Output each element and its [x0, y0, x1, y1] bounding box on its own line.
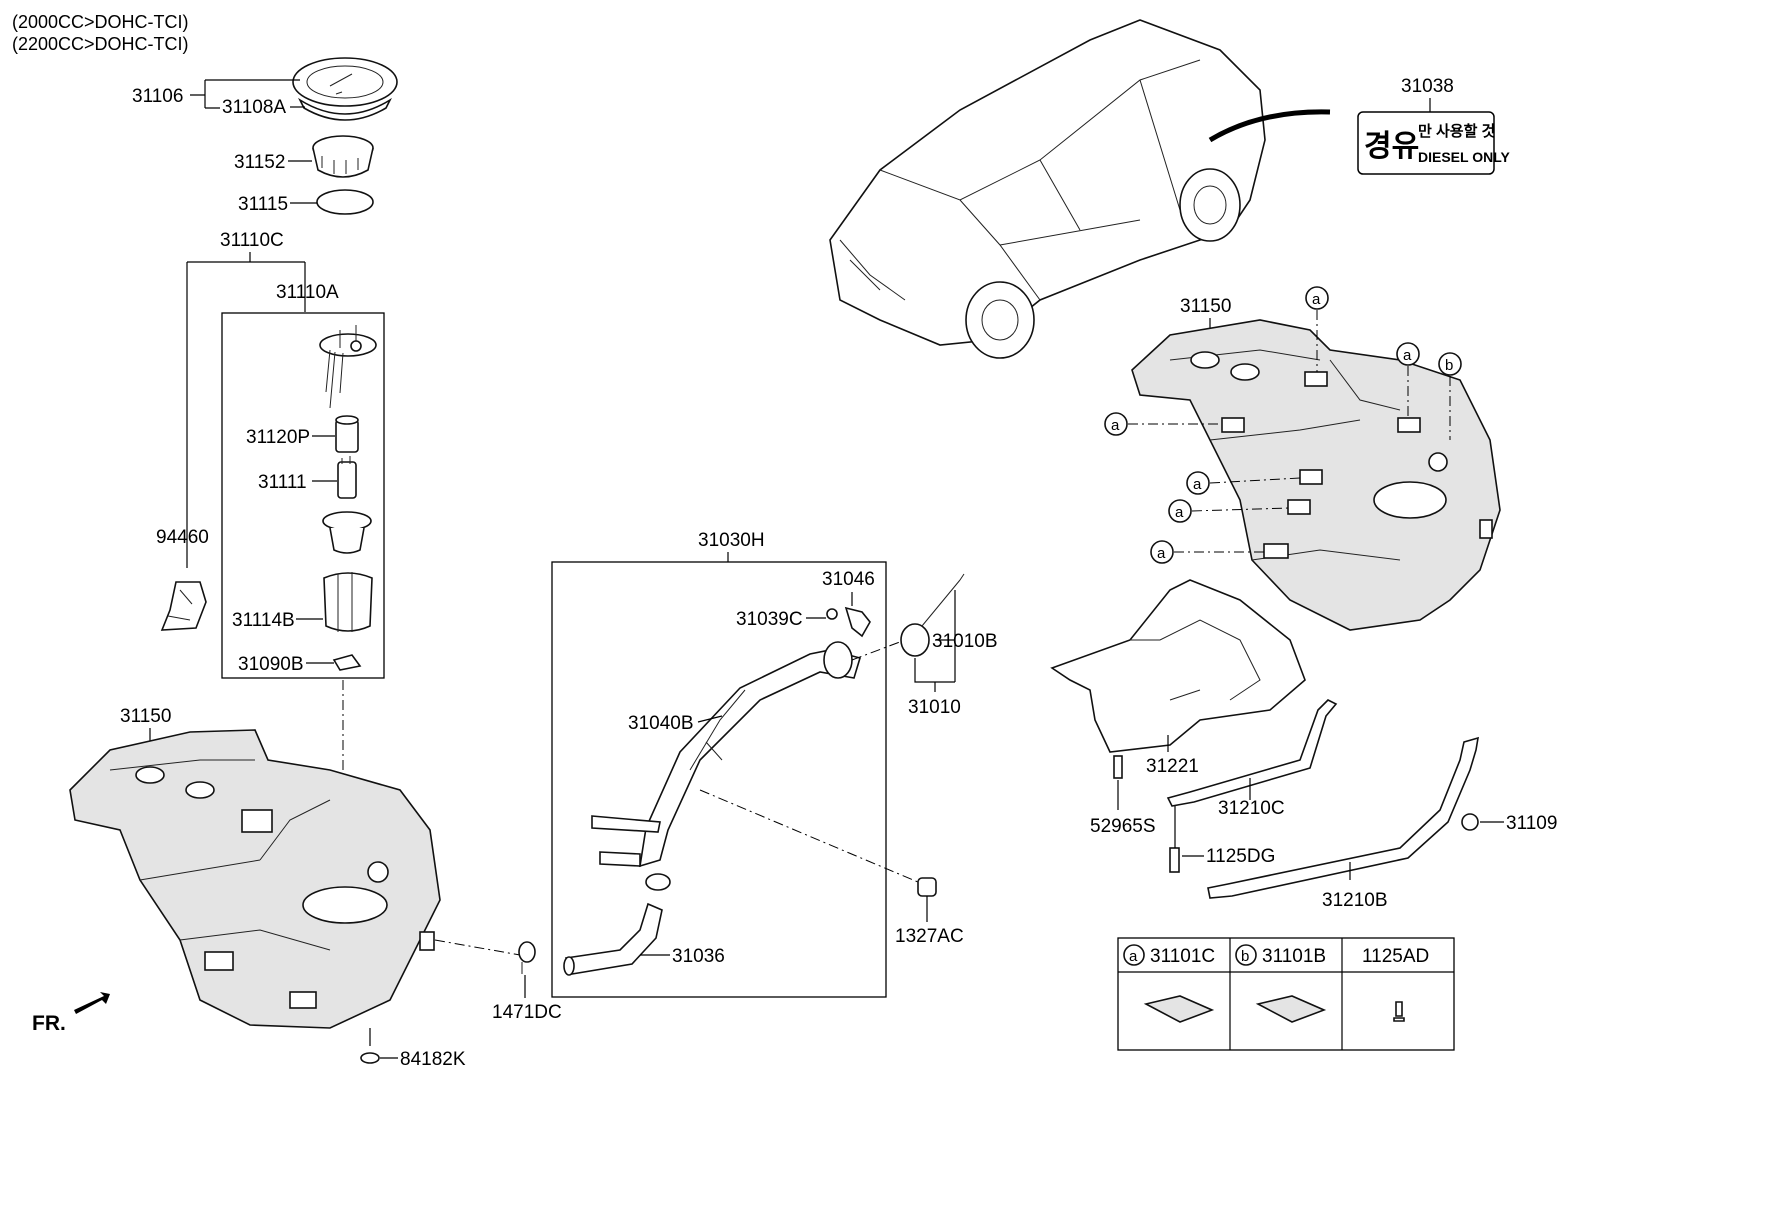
callout-a-left-2[interactable]: a	[1186, 471, 1210, 495]
label-31110C[interactable]: 31110C	[220, 230, 284, 251]
svg-text:a: a	[1403, 347, 1412, 364]
bolt-52965s[interactable]	[1113, 755, 1123, 779]
legend-part-31101B: 31101B	[1262, 946, 1326, 967]
label-31150-left[interactable]: 31150	[120, 706, 171, 727]
legend-part-1125AD: 1125AD	[1362, 946, 1429, 967]
screw-1125ad-icon	[1393, 1001, 1405, 1022]
legend-part-31101C: 31101C	[1150, 946, 1215, 967]
engine-spec-line-1: (2000CC>DOHC-TCI)	[12, 12, 189, 32]
svg-text:b: b	[1445, 357, 1453, 374]
svg-text:a: a	[1312, 291, 1321, 308]
pad-31101c-icon	[1143, 995, 1215, 1023]
label-1471DC[interactable]: 1471DC	[492, 1002, 562, 1023]
filler-bracket[interactable]	[844, 606, 871, 638]
label-31152[interactable]: 31152	[234, 152, 285, 173]
callout-a-left-3[interactable]: a	[1168, 499, 1192, 523]
label-31115[interactable]: 31115	[238, 194, 288, 215]
label-31036[interactable]: 31036	[672, 946, 725, 967]
bolt-1125dg[interactable]	[1169, 847, 1180, 873]
label-31221[interactable]: 31221	[1146, 756, 1199, 777]
label-31040B[interactable]: 31040B	[628, 713, 694, 734]
pump-gasket[interactable]	[316, 189, 374, 215]
level-sender-unit[interactable]	[160, 581, 207, 631]
leader-31110C	[186, 252, 306, 568]
svg-text:b: b	[1241, 948, 1249, 965]
grommet-1327ac[interactable]	[917, 877, 937, 897]
front-direction-indicator: FR.	[32, 992, 110, 1035]
label-31106[interactable]: 31106	[132, 86, 183, 107]
label-31114B[interactable]: 31114B	[232, 610, 295, 631]
legend-col-b[interactable]: b 31101B	[1235, 944, 1327, 1023]
label-31046[interactable]: 31046	[822, 569, 875, 590]
svg-text:a: a	[1193, 476, 1202, 493]
pump-filter[interactable]	[335, 415, 359, 453]
pump-module-box	[221, 312, 385, 679]
label-1125DG[interactable]: 1125DG	[1206, 846, 1275, 867]
callout-b[interactable]: b	[1438, 352, 1462, 376]
label-31039C[interactable]: 31039C	[736, 609, 803, 630]
label-31108A[interactable]: 31108A	[222, 97, 286, 118]
label-1327AC[interactable]: 1327AC	[895, 926, 964, 947]
hose-clamp-1471dc[interactable]	[518, 941, 536, 974]
fuel-tank-right[interactable]	[1131, 319, 1501, 631]
label-31090B[interactable]: 31090B	[238, 654, 304, 675]
label-31010[interactable]: 31010	[908, 697, 961, 718]
bolt-31039c[interactable]	[826, 608, 838, 620]
filler-hose-31036[interactable]	[563, 902, 663, 976]
label-31010B[interactable]: 31010B	[932, 631, 998, 652]
legend-col-a[interactable]: a 31101C	[1123, 944, 1215, 1023]
filler-neck-pipe[interactable]	[591, 641, 862, 891]
lock-ring[interactable]	[312, 135, 374, 178]
engine-spec-line-2: (2200CC>DOHC-TCI)	[12, 34, 189, 54]
decal-korean-big: 경유	[1364, 130, 1419, 163]
callout-a-left-1[interactable]: a	[1104, 412, 1128, 436]
label-31111[interactable]: 31111	[258, 472, 307, 493]
label-31038[interactable]: 31038	[1401, 76, 1454, 97]
callout-a-left-4[interactable]: a	[1150, 540, 1174, 564]
callout-a-mid-top[interactable]: a	[1396, 342, 1420, 366]
svg-text:a: a	[1129, 948, 1138, 965]
label-31030H[interactable]: 31030H	[698, 530, 765, 551]
svg-text:a: a	[1157, 545, 1166, 562]
callout-a-top[interactable]: a	[1305, 286, 1329, 310]
label-31210C[interactable]: 31210C	[1218, 798, 1285, 819]
decal-korean-small: 만 사용할 것	[1418, 122, 1496, 140]
tank-strap-31210b[interactable]	[1207, 736, 1479, 899]
legend-col-1125ad[interactable]: 1125AD	[1362, 946, 1429, 1022]
filler-neck-box	[551, 561, 887, 998]
vehicle-illustration	[829, 19, 1331, 359]
svg-text:a: a	[1111, 417, 1120, 434]
tank-strap-31210c[interactable]	[1166, 699, 1338, 807]
decal-english: DIESEL ONLY	[1418, 149, 1510, 165]
legend-table: a 31101C b 31101B 1125AD	[1117, 937, 1455, 1051]
label-84182K[interactable]: 84182K	[400, 1049, 466, 1070]
label-94460[interactable]: 94460	[156, 527, 209, 548]
fuel-tank-left[interactable]	[69, 729, 441, 1029]
leader-31106	[190, 79, 300, 109]
pump-flange[interactable]	[319, 325, 377, 409]
label-31110A[interactable]: 31110A	[276, 282, 339, 303]
nut-31109[interactable]	[1461, 813, 1479, 831]
diesel-only-decal[interactable]: 경유 만 사용할 것 DIESEL ONLY	[1357, 111, 1510, 175]
front-arrow-icon	[74, 992, 110, 1014]
label-52965S[interactable]: 52965S	[1090, 816, 1156, 837]
fuel-cap[interactable]	[900, 573, 965, 657]
drain-plug-84182k[interactable]	[360, 1052, 380, 1064]
label-31120P[interactable]: 31120P	[246, 427, 310, 448]
heat-shield[interactable]	[1050, 579, 1306, 753]
svg-text:a: a	[1175, 504, 1184, 521]
sender-clip[interactable]	[332, 654, 362, 671]
label-31150-right[interactable]: 31150	[1180, 296, 1231, 317]
pad-31101b-icon	[1255, 995, 1327, 1023]
front-label: FR.	[32, 1012, 66, 1035]
label-31210B[interactable]: 31210B	[1322, 890, 1388, 911]
fuel-pump-cover-plate[interactable]	[292, 57, 398, 121]
pump-reservoir[interactable]	[323, 572, 373, 632]
fuel-pump-motor[interactable]	[337, 456, 357, 499]
pump-bracket[interactable]	[322, 511, 372, 554]
label-31109[interactable]: 31109	[1506, 813, 1557, 834]
